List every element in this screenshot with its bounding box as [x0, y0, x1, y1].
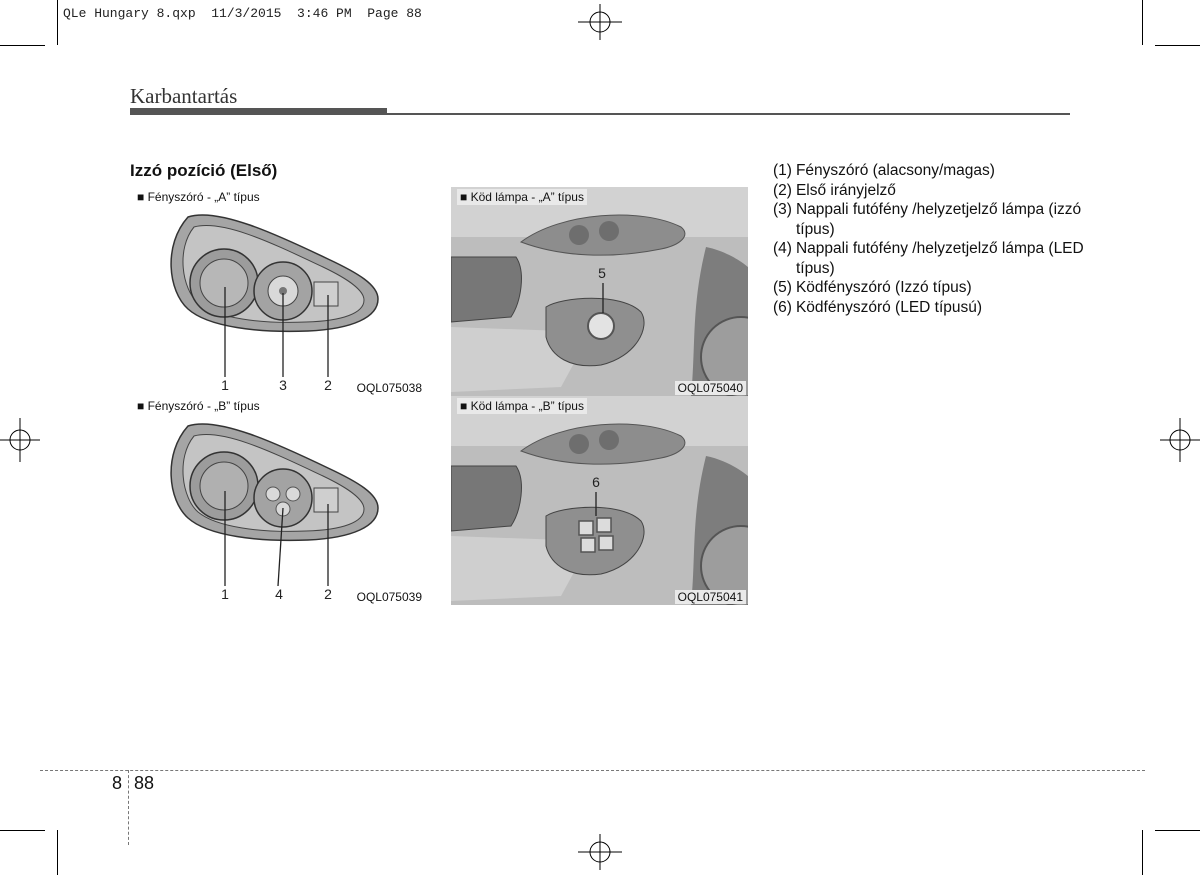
fog-lamp-a-photo: [451, 187, 748, 396]
callout-number: 5: [598, 265, 606, 281]
panel-label: ■ Köd lámpa - „B” típus: [457, 398, 587, 414]
callout-number: 1: [221, 586, 229, 602]
registration-mark-bottom: [578, 834, 622, 870]
panel-label: ■ Köd lámpa - „A” típus: [457, 189, 587, 205]
fog-lamp-a-illustration: ■ Köd lámpa - „A” típus 5 OQL075040: [451, 187, 748, 396]
callout-number: 2: [324, 586, 332, 602]
image-code: OQL075041: [674, 590, 746, 604]
legend-item: (6) Ködfényszóró (LED típusú): [773, 298, 1103, 318]
legend-number: (5): [773, 279, 792, 296]
legend-number: (2): [773, 181, 792, 199]
image-code: OQL075038: [356, 381, 422, 395]
bulb-legend: (1) Fényszóró (alacsony/magas) (2) Első …: [773, 161, 1103, 317]
legend-item: (3) Nappali futófény /helyzetjelző lámpa…: [773, 200, 1103, 239]
panel-label: ■ Fényszóró - „B” típus: [137, 399, 260, 413]
legend-number: (1): [773, 162, 792, 179]
headlamp-b-drawing: [128, 396, 427, 605]
print-slug: QLe Hungary 8.qxp 11/3/2015 3:46 PM Page…: [63, 6, 422, 21]
header-rule-thin: [387, 113, 1070, 115]
callout-number: 1: [221, 377, 229, 393]
headlamp-a-illustration: ■ Fényszóró - „A” típus 1 3 2 OQL075038: [128, 187, 427, 396]
legend-item: (5) Ködfényszóró (Izzó típus): [773, 278, 1103, 298]
image-code: OQL075039: [356, 590, 422, 604]
crop-mark-top-left-v: [57, 0, 58, 45]
header-rule-thick: [130, 108, 387, 115]
crop-mark-top-left-h: [0, 45, 45, 46]
callout-number: 2: [324, 377, 332, 393]
section-title: Karbantartás: [130, 84, 238, 108]
image-code: OQL075040: [674, 381, 746, 395]
crop-mark-bottom-left-h: [0, 830, 45, 831]
legend-text: Nappali futófény /helyzetjelző lámpa (LE…: [795, 240, 1084, 277]
legend-text: Ködfényszóró (LED típusú): [795, 298, 983, 316]
registration-mark-left: [0, 418, 40, 462]
footer-divider: [128, 770, 129, 845]
legend-text: Nappali futófény /helyzetjelző lámpa (iz…: [795, 201, 1082, 238]
crop-mark-top-right-v: [1142, 0, 1143, 45]
callout-number: 6: [592, 474, 600, 490]
headlamp-b-illustration: ■ Fényszóró - „B” típus 1 4 2 OQL075039: [128, 396, 427, 605]
legend-item: (2) Első irányjelző: [773, 181, 1103, 201]
legend-number: (4): [773, 240, 792, 257]
crop-mark-bottom-right-v: [1142, 830, 1143, 875]
fog-lamp-b-photo: [451, 396, 748, 605]
legend-number: (6): [773, 298, 792, 316]
registration-mark-right: [1160, 418, 1200, 462]
footer-rule: [40, 770, 1145, 771]
chapter-number: 8: [112, 773, 123, 793]
crop-mark-bottom-left-v: [57, 830, 58, 875]
crop-mark-bottom-right-h: [1155, 830, 1200, 831]
callout-number: 3: [279, 377, 287, 393]
legend-text: Fényszóró (alacsony/magas): [795, 162, 995, 179]
panel-label: ■ Fényszóró - „A” típus: [137, 190, 260, 204]
legend-text: Első irányjelző: [795, 181, 896, 199]
registration-mark-top: [578, 4, 622, 40]
headlamp-a-drawing: [128, 187, 427, 396]
fog-lamp-b-illustration: ■ Köd lámpa - „B” típus 6 OQL075041: [451, 396, 748, 605]
page-number: 88: [134, 773, 155, 793]
legend-number: (3): [773, 201, 792, 218]
legend-item: (1) Fényszóró (alacsony/magas): [773, 161, 1103, 181]
crop-mark-top-right-h: [1155, 45, 1200, 46]
callout-number: 4: [275, 586, 283, 602]
legend-text: Ködfényszóró (Izzó típus): [795, 279, 972, 296]
legend-item: (4) Nappali futófény /helyzetjelző lámpa…: [773, 239, 1103, 278]
page-heading: Izzó pozíció (Első): [130, 161, 278, 180]
